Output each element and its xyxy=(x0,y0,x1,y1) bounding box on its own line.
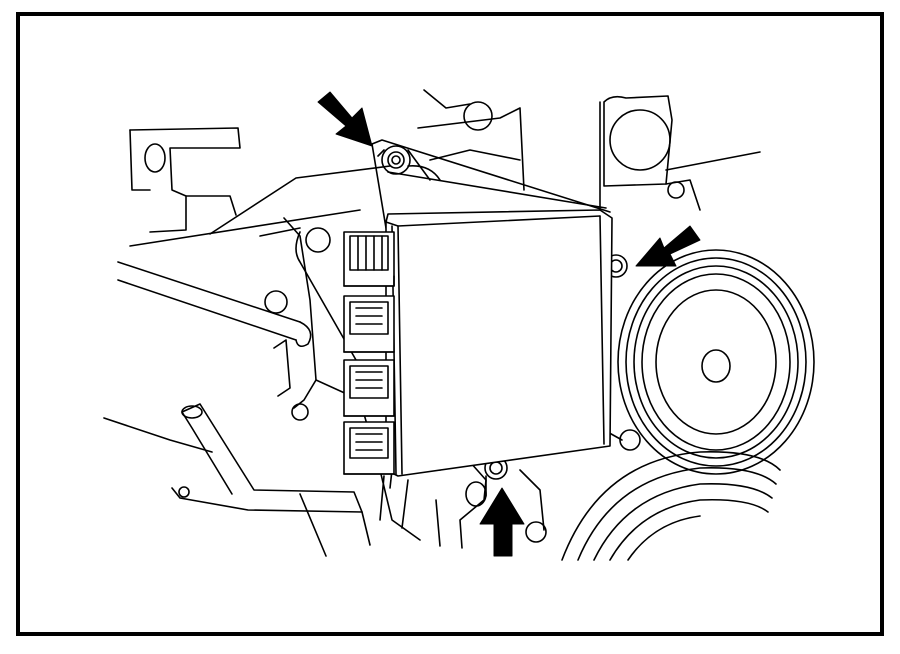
engine-rod-left xyxy=(117,165,391,348)
engine-housing-upper-right xyxy=(599,95,761,227)
pulley-right xyxy=(617,249,815,475)
ecu-box xyxy=(385,209,613,477)
bolt-upper-left xyxy=(377,145,441,181)
ecu-connector-1 xyxy=(343,231,395,287)
arrow-bottom-bolt xyxy=(479,487,525,557)
arrow-right-bolt xyxy=(635,225,701,267)
coolant-pipe-lower-left xyxy=(103,403,371,557)
pulley-lower-right xyxy=(561,429,781,561)
ecu-connector-3 xyxy=(343,359,395,417)
arrow-top-left-bolt xyxy=(317,91,373,147)
ecu-connector-4 xyxy=(343,421,395,475)
ecu-connector-2 xyxy=(343,295,395,353)
engine-bracket-left xyxy=(129,127,241,233)
engine-upper-structure xyxy=(407,89,525,191)
